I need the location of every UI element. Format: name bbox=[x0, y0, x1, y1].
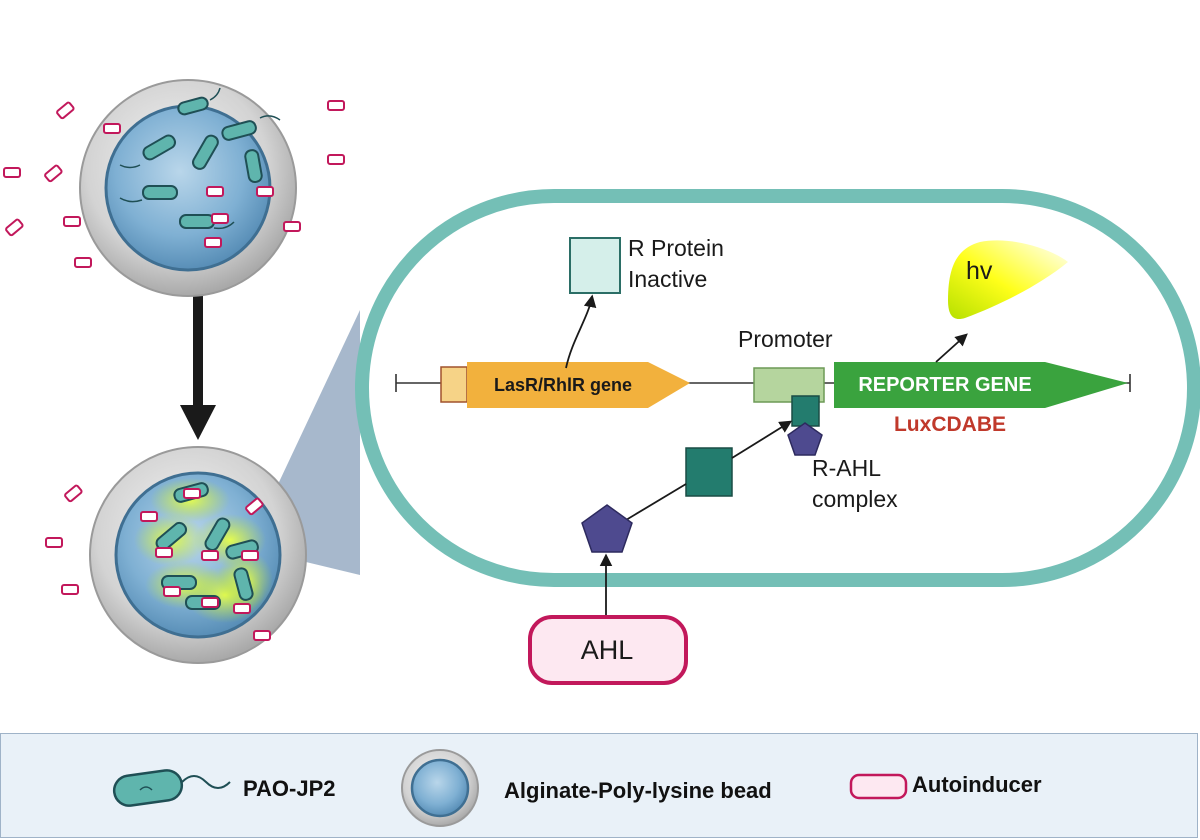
bacteria-flagella-top bbox=[119, 87, 281, 230]
r-ahl-complex-protein bbox=[791, 395, 820, 427]
rprotein-to-promoter-arrow bbox=[731, 420, 793, 459]
r-protein-label-2: Inactive bbox=[628, 266, 707, 292]
reporter-gene-label: REPORTER GENE bbox=[858, 374, 1031, 396]
legend-bead-label: Alginate-Poly-lysine bead bbox=[504, 778, 772, 803]
emission-arrow bbox=[935, 333, 968, 363]
gene-arrow bbox=[467, 362, 690, 408]
complex-label-1: R-AHL bbox=[812, 455, 881, 481]
ahl-box bbox=[528, 615, 688, 685]
gene-label: LasR/RhlR gene bbox=[494, 375, 632, 395]
process-arrow-shaft bbox=[193, 292, 203, 407]
gene-to-protein-arrow bbox=[565, 294, 597, 369]
lux-label: LuxCDABE bbox=[894, 413, 1006, 436]
gene-regulator-box bbox=[440, 366, 468, 403]
complex-label-2: complex bbox=[812, 486, 898, 512]
hv-label: hv bbox=[966, 257, 993, 285]
autoinducer-particles bbox=[3, 100, 345, 641]
bead-top bbox=[79, 79, 297, 297]
promoter-box bbox=[753, 367, 825, 403]
ahl-pentagon bbox=[581, 504, 633, 553]
reporter-gene-arrow bbox=[834, 362, 1128, 408]
bead-bottom bbox=[89, 446, 307, 664]
ahl-to-rprotein-arrow bbox=[625, 483, 687, 521]
legend-bead-icon bbox=[401, 749, 479, 827]
r-ahl-complex-ahl bbox=[787, 422, 823, 456]
legend-bacterium-icon bbox=[112, 769, 231, 807]
legend-bacterium-label: PAO-JP2 bbox=[243, 776, 336, 801]
promoter-label: Promoter bbox=[738, 326, 833, 352]
ahl-label: AHL bbox=[581, 635, 634, 665]
legend-autoinducer-icon bbox=[849, 773, 908, 800]
r-protein-inactive bbox=[569, 237, 621, 294]
process-arrow-head bbox=[180, 405, 216, 440]
legend-autoinducer-label: Autoinducer bbox=[912, 772, 1042, 797]
light-emission-shape bbox=[948, 240, 1068, 320]
r-protein-active bbox=[685, 447, 733, 497]
r-protein-label-1: R Protein bbox=[628, 235, 724, 261]
bacteria-top bbox=[142, 96, 263, 229]
